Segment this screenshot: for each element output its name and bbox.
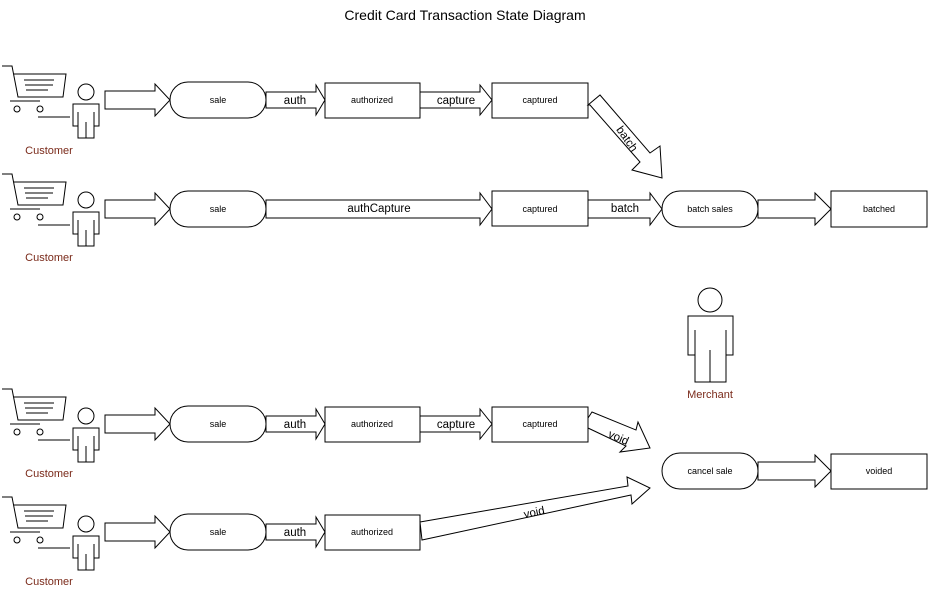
arrow-auth-3 bbox=[265, 407, 326, 441]
shopping-cart-icon bbox=[1, 496, 71, 549]
customer-label: Customer bbox=[25, 252, 73, 264]
shopping-cart-icon bbox=[1, 65, 71, 118]
state-captured-3-label: captured bbox=[522, 419, 557, 429]
transition-capture-1: capture bbox=[437, 95, 475, 107]
transition-batch-horizontal: batch bbox=[611, 203, 639, 215]
state-authorized-4-label: authorized bbox=[351, 527, 393, 537]
row-4-customer: Customer bbox=[1, 496, 100, 588]
state-authorized-1-label: authorized bbox=[351, 95, 393, 105]
arrow-capture-3 bbox=[419, 407, 493, 441]
customer-label: Customer bbox=[25, 468, 73, 480]
state-authorized-3-label: authorized bbox=[351, 419, 393, 429]
state-captured-2-label: captured bbox=[522, 204, 557, 214]
state-captured-2 bbox=[491, 190, 589, 227]
state-cancel-sale-label: cancel sale bbox=[687, 466, 732, 476]
arrow-capture-1 bbox=[419, 83, 493, 117]
transition-auth-4: auth bbox=[284, 527, 306, 539]
person-icon bbox=[72, 83, 100, 139]
arrow-customer-to-sale-2 bbox=[104, 191, 171, 227]
arrow-batch-sales-to-batched bbox=[757, 191, 832, 227]
merchant-label: Merchant bbox=[687, 389, 733, 401]
transition-auth-1: auth bbox=[284, 95, 306, 107]
arrow-customer-to-sale-1 bbox=[104, 82, 171, 118]
person-icon bbox=[72, 407, 100, 463]
person-icon bbox=[72, 191, 100, 247]
arrow-auth-1 bbox=[265, 83, 326, 117]
row-2-customer: Customer bbox=[1, 173, 100, 264]
state-batch-sales-label: batch sales bbox=[687, 204, 733, 214]
arrow-customer-to-sale-3 bbox=[104, 406, 171, 442]
state-authorized-4 bbox=[324, 514, 421, 551]
state-sale-2-label: sale bbox=[210, 204, 227, 214]
transition-auth-3: auth bbox=[284, 419, 306, 431]
transition-authCapture: authCapture bbox=[347, 203, 410, 215]
state-sale-4-label: sale bbox=[210, 527, 227, 537]
person-icon bbox=[687, 287, 734, 383]
transition-capture-3: capture bbox=[437, 419, 475, 431]
row-1-customer: Customer bbox=[1, 65, 100, 157]
shopping-cart-icon bbox=[1, 173, 71, 226]
customer-label: Customer bbox=[25, 576, 73, 588]
arrow-void-from-captured bbox=[587, 411, 651, 453]
state-sale-1-label: sale bbox=[210, 95, 227, 105]
person-icon bbox=[72, 515, 100, 571]
row-3-customer: Customer bbox=[1, 388, 100, 480]
state-sale-3-label: sale bbox=[210, 419, 227, 429]
arrow-batch-diagonal bbox=[586, 94, 663, 179]
state-captured-3 bbox=[491, 406, 589, 443]
arrow-customer-to-sale-4 bbox=[104, 514, 171, 550]
shopping-cart-icon bbox=[1, 388, 71, 441]
customer-label: Customer bbox=[25, 145, 73, 157]
state-authorized-3 bbox=[324, 406, 421, 443]
diagram-title: Credit Card Transaction State Diagram bbox=[344, 7, 585, 23]
state-captured-1-label: captured bbox=[522, 95, 557, 105]
state-voided-label: voided bbox=[866, 466, 893, 476]
state-voided bbox=[830, 453, 928, 490]
arrow-auth-4 bbox=[265, 515, 326, 549]
arrow-authCapture bbox=[265, 191, 493, 227]
transition-void-from-authorized: void bbox=[523, 505, 546, 521]
state-captured-1 bbox=[491, 82, 589, 119]
merchant-actor: Merchant bbox=[687, 287, 734, 401]
state-batched bbox=[830, 190, 928, 228]
state-authorized-1 bbox=[324, 82, 421, 119]
arrow-void-from-authorized bbox=[419, 476, 651, 541]
arrow-cancel-sale-to-voided bbox=[757, 453, 832, 489]
arrow-batch-horizontal bbox=[587, 191, 663, 227]
state-batched-label: batched bbox=[863, 204, 895, 214]
